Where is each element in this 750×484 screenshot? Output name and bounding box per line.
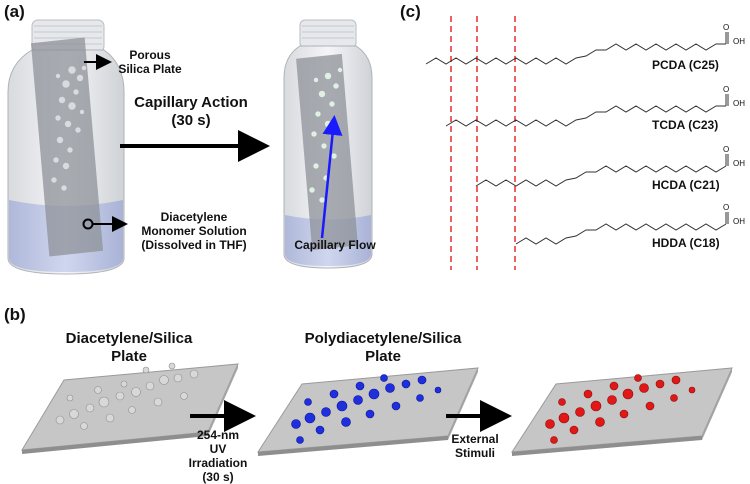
silica-particles-left <box>50 65 87 192</box>
molecule-label-pcda: PCDA (C25) <box>652 58 719 72</box>
molecule-label-hdda: HDDA (C18) <box>652 236 720 250</box>
plate1-line1: Diacetylene/Silica <box>65 330 193 347</box>
panel-label-c: (c) <box>400 2 421 21</box>
capillary-flow-arrow <box>320 115 343 239</box>
carbonyl-groups <box>725 32 729 224</box>
capillary-action-line1: Capillary Action <box>134 94 248 111</box>
panel-label-a: (a) <box>4 2 25 21</box>
porous-label-line1: Porous <box>129 48 171 62</box>
porous-label-line2: Silica Plate <box>118 62 182 76</box>
solution-line1: Diacetylene <box>160 210 228 224</box>
vial-right <box>283 19 373 269</box>
plate1-title: Diacetylene/Silica Plate <box>34 330 224 366</box>
pcda-chain <box>425 43 726 65</box>
solution-line3: (Dissolved in THF) <box>141 238 247 252</box>
capillary-action-label: Capillary Action (30 s) <box>116 94 266 130</box>
solution-line2: Monomer Solution <box>141 224 247 238</box>
plate2-title: Polydiacetylene/Silica Plate <box>278 330 488 366</box>
o-label-tcda: O <box>723 85 730 94</box>
o-label-hcda: O <box>723 145 730 154</box>
plate1-line2: Plate <box>111 348 147 365</box>
monomer-solution-label: Diacetylene Monomer Solution (Dissolved … <box>124 210 264 252</box>
oh-label-hcda: OH <box>733 159 745 168</box>
hcda-chain <box>475 165 727 187</box>
panel-label-b: (b) <box>4 305 26 324</box>
hdda-chain <box>515 223 727 245</box>
oh-label-pcda: OH <box>733 37 745 46</box>
o-label-pcda: O <box>723 23 730 32</box>
o-label-hdda: O <box>723 203 730 212</box>
vial-left <box>7 19 125 275</box>
plate2-line1: Polydiacetylene/Silica <box>304 330 462 347</box>
oh-label-hdda: OH <box>733 217 745 226</box>
uv-label: 254-nm UV Irradiation (30 s) <box>180 428 256 484</box>
uv-line2: UV Irradiation <box>188 442 248 470</box>
stimuli-line2: Stimuli <box>454 446 495 460</box>
plate-red <box>511 367 733 456</box>
oh-label-tcda: OH <box>733 99 745 108</box>
uv-line3: (30 s) <box>202 470 234 484</box>
capillary-action-line2: (30 s) <box>171 112 211 129</box>
uv-line1: 254-nm <box>196 428 240 442</box>
porous-silica-label: Porous Silica Plate <box>110 48 190 76</box>
molecule-label-hcda: HCDA (C21) <box>652 178 720 192</box>
dashed-lines <box>450 16 516 270</box>
plate2-line2: Plate <box>365 348 401 365</box>
plate-polydiacetylene <box>257 367 479 456</box>
stimuli-line1: External <box>451 432 499 446</box>
plate-diacetylene <box>21 362 239 454</box>
stimuli-label: External Stimuli <box>440 432 510 460</box>
tcda-chain <box>445 105 726 127</box>
molecule-label-tcda: TCDA (C23) <box>652 118 719 132</box>
capillary-flow-label: Capillary Flow <box>294 238 376 252</box>
